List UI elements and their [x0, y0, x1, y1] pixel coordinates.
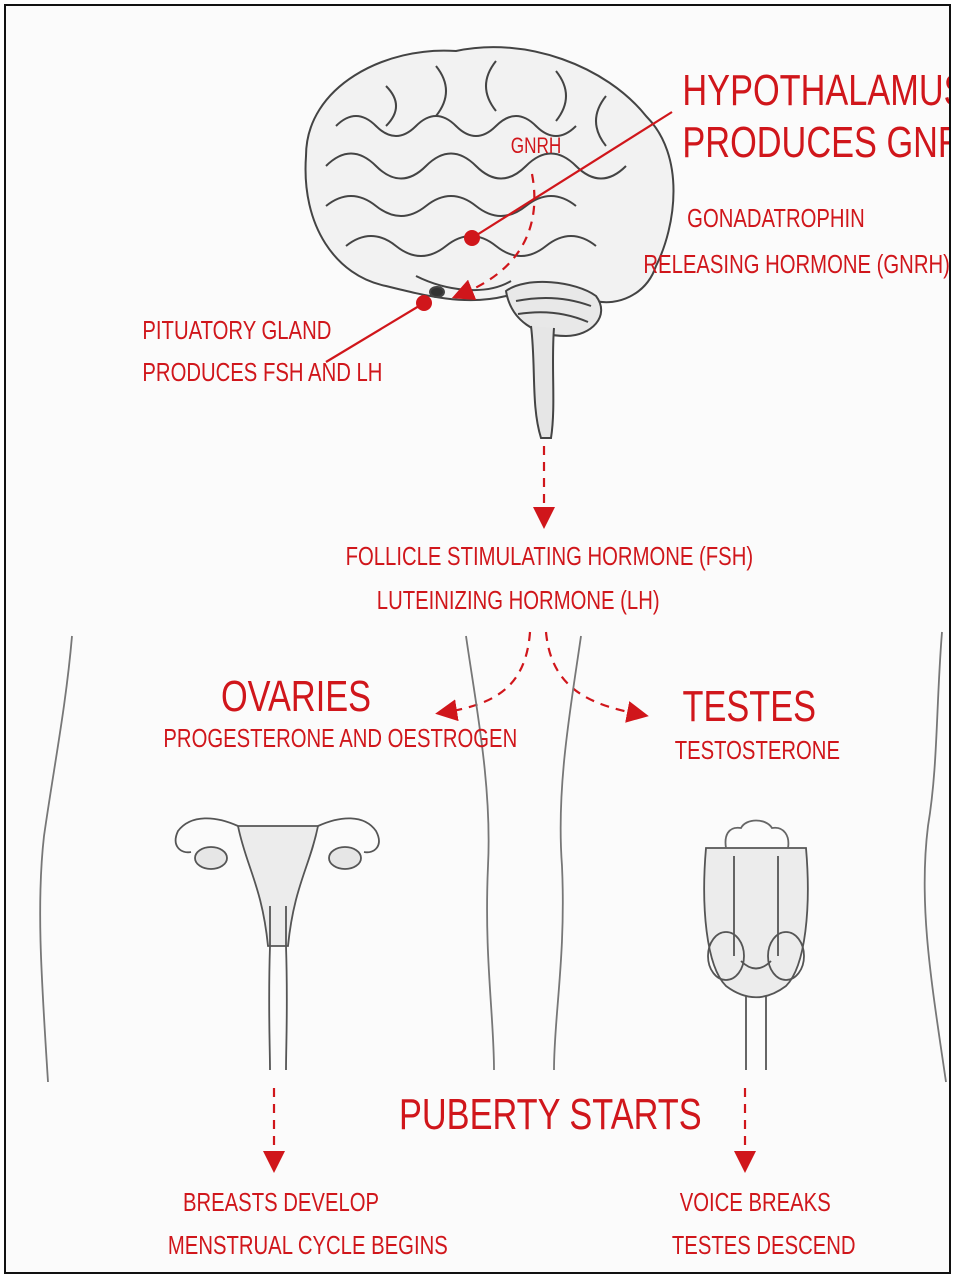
hormones-line-1: FOLLICLE STIMULATING HORMONE (FSH)	[346, 542, 627, 572]
uterus-illustration	[176, 818, 379, 1070]
diagram-frame: HYPOTHALAMUS PRODUCES GnRH GONADATROPHIN…	[4, 4, 951, 1274]
hypothalamus-title: HYPOTHALAMUS	[682, 66, 869, 117]
female-effect-1: BREASTS DEVELOP	[176, 1188, 387, 1218]
hypothalamus-sub-2: RELEASING HORMONE (GnRH)	[643, 250, 908, 280]
puberty-title: PUBERTY STARTS	[399, 1090, 633, 1141]
ovaries-sub: PROGESTERONE AND OESTROGEN	[163, 724, 428, 754]
pituitary-label-2: PRODUCES FSH AND LH	[142, 358, 329, 388]
ovaries-title: OVARIES	[187, 672, 405, 723]
male-effect-2: TESTES DESCEND	[672, 1231, 820, 1261]
hypothalamus-sub-1: GONADATROPHIN	[659, 204, 893, 234]
testes-title: TESTES	[683, 682, 800, 733]
female-effect-2: MENSTRUAL CYCLE BEGINS	[168, 1231, 394, 1261]
illustration-layer	[6, 6, 949, 1272]
testes-illustration	[704, 821, 808, 1071]
hypothalamus-produces: PRODUCES GnRH	[682, 118, 869, 169]
male-effect-1: VOICE BREAKS	[680, 1188, 813, 1218]
gnrh-tag: GnRH	[505, 133, 567, 158]
pituitary-label-1: PITUATORY GLAND	[142, 316, 329, 346]
pituitary-dot	[416, 295, 432, 311]
testes-sub: TESTOSTERONE	[675, 736, 808, 766]
hypothalamus-dot	[464, 230, 480, 246]
hormones-line-2: LUTEINIZING HORMONE (LH)	[377, 586, 595, 616]
